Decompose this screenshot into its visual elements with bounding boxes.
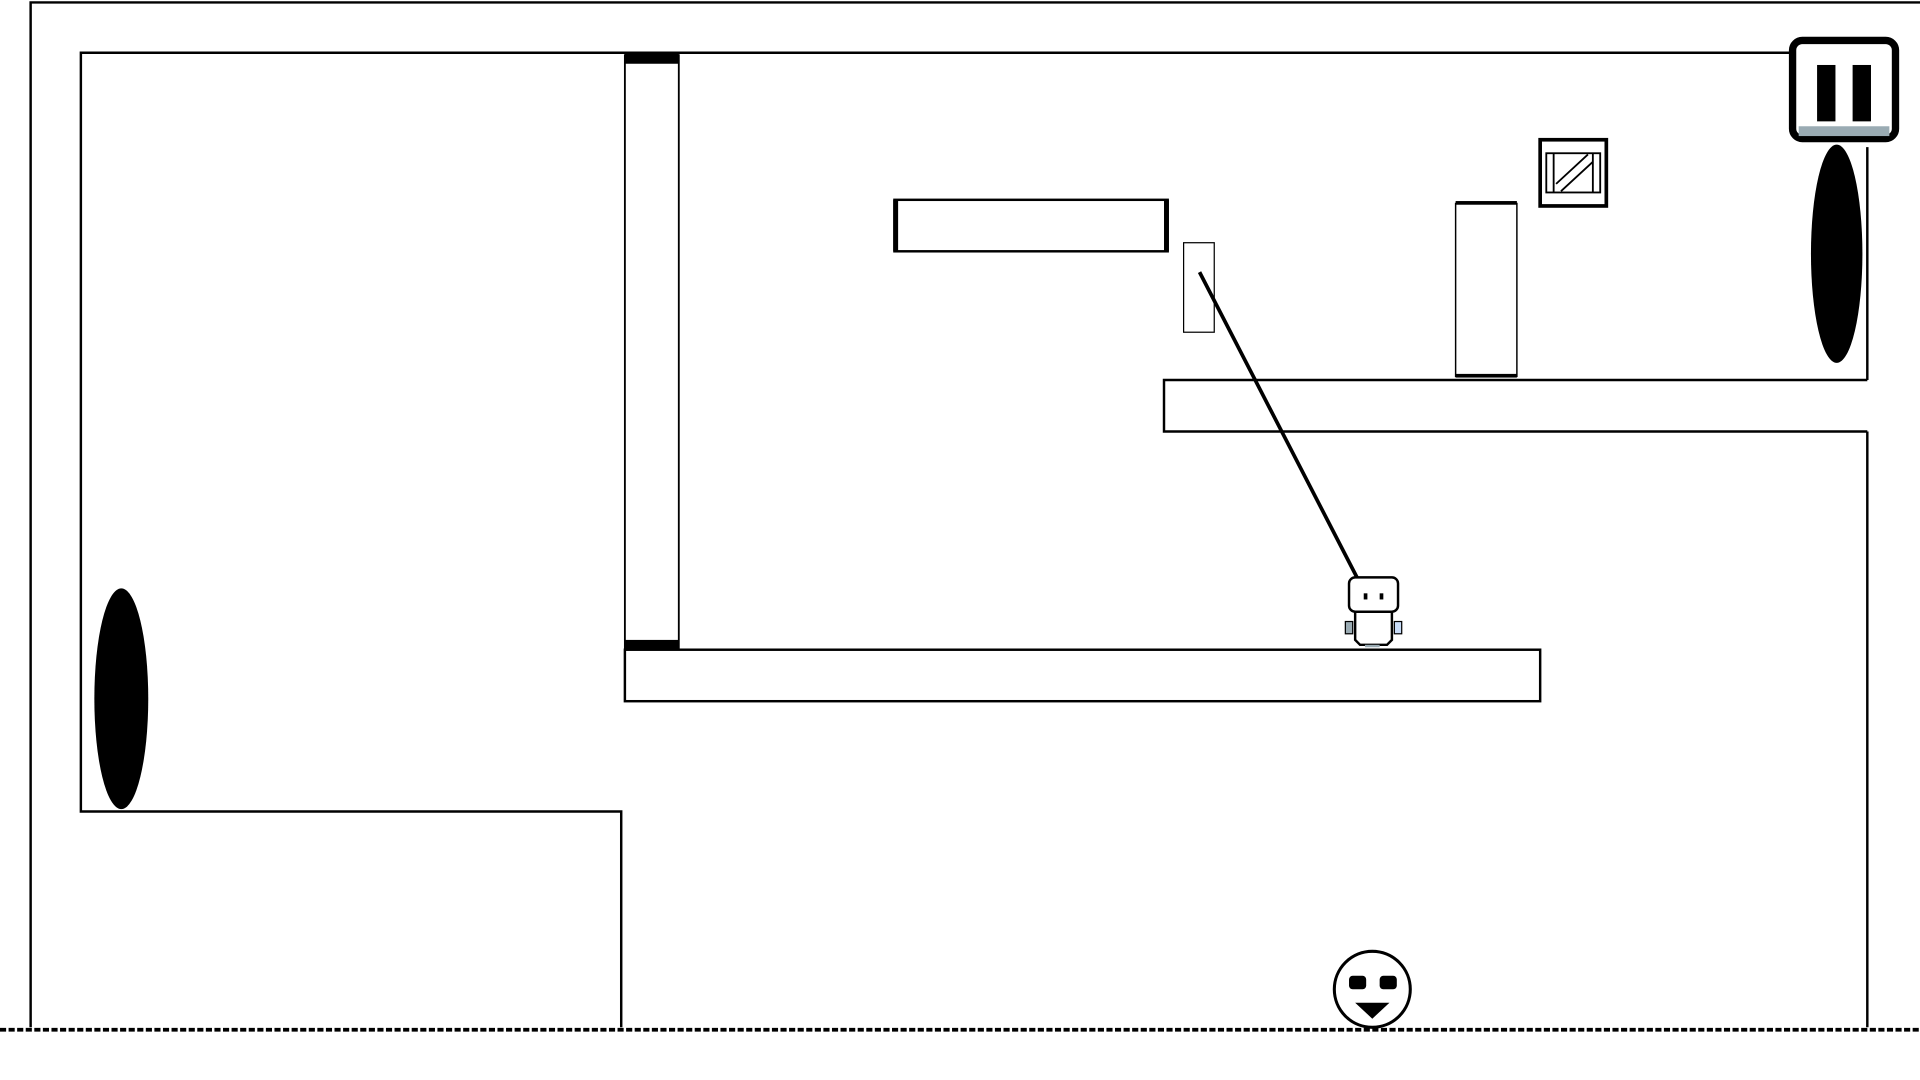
grapple-rope (1197, 271, 1360, 580)
player-character (1344, 576, 1403, 648)
rope-anchor-block (1182, 242, 1215, 333)
smiley-ball-enemy (1332, 949, 1412, 1029)
inner-room-wall (79, 51, 1802, 1028)
portal-left (94, 588, 149, 810)
portal-right (1810, 144, 1863, 363)
floating-platform (893, 198, 1169, 253)
main-platform (623, 648, 1542, 703)
upper-ledge (1162, 378, 1868, 433)
outer-wall (29, 1, 1920, 1028)
pause-icon (1817, 64, 1871, 122)
tall-block (1454, 201, 1518, 378)
crate (1538, 137, 1609, 208)
pause-button[interactable] (1788, 36, 1900, 143)
vertical-pillar (623, 53, 680, 651)
